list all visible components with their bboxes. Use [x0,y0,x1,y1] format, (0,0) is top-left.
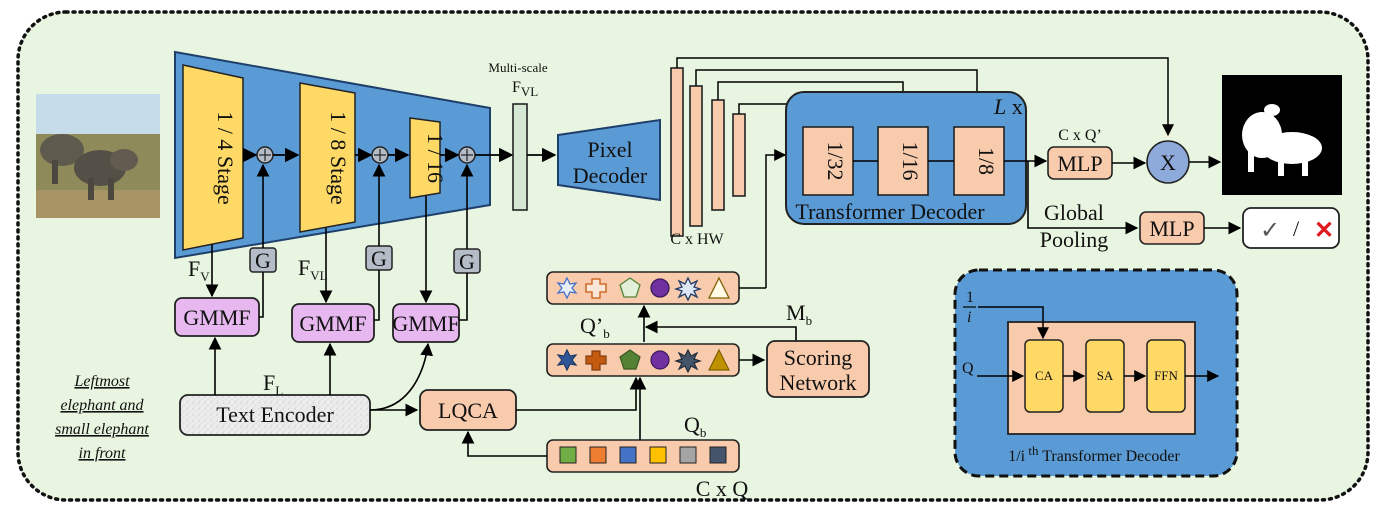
circle-icon [650,278,670,298]
inset-frac-den: i [967,309,971,326]
referring-expression: Leftmost elephant and small elephant in … [55,373,149,462]
fv-label: FV [188,256,210,284]
svg-text:Leftmost: Leftmost [73,373,130,390]
check-icon: ✓ [1260,218,1280,244]
global-line2: Pooling [1040,227,1108,252]
add-node-3 [458,146,476,164]
decoder-block-1-8 [953,126,1005,196]
inset-frac-num: 1 [966,289,974,306]
multiscale-fvl-bar [512,103,528,211]
pentagon-filled-icon [619,349,641,370]
stage-1-4 [182,64,244,251]
mb-label: Mb [786,300,812,328]
stage-1-8-label: 1 / 8 Stage [326,111,351,205]
add-node-1 [256,146,274,164]
fl-label: FL [263,370,283,398]
mlp-classify-label: MLP [1149,216,1194,241]
gmmf-box-2 [291,303,375,343]
cq-label: C x Q [696,476,749,501]
decoder-block-1-32-label: 1/32 [823,141,848,180]
multiscale-fvl-label: FVL [512,79,538,99]
stage-1-4-label: 1 / 4 Stage [213,111,238,205]
svg-text:elephant and: elephant and [60,397,144,414]
pixel-feature-bar-2 [689,85,703,227]
star-outline-icon [556,276,578,300]
cq-prime-label: C x Q’ [1058,127,1102,144]
pixel-feature-bar-4 [732,113,746,197]
scoring-line2: Network [780,370,857,395]
chw-label: C x HW [670,231,724,248]
text-encoder-box [179,394,371,436]
qb-prime-label: Q’b [580,313,610,341]
inset-ffn-label: FFN [1154,368,1178,383]
triangle-outline-icon [707,276,731,299]
pentagon-outline-icon [619,277,641,298]
gmmf-label-1: GMMF [183,305,250,330]
transformer-decoder-title: Transformer Decoder [795,199,985,224]
decoder-block-1-16-label: 1/16 [898,141,923,180]
inset-title: 1/i th Transformer Decoder [1008,443,1180,465]
pixel-feature-bar-1 [670,67,684,237]
output-mask [1222,75,1342,195]
global-line1: Global [1044,200,1104,225]
pixel-decoder-line2: Decoder [573,163,648,188]
pixel-feature-bar-3 [711,99,725,211]
multiply-label: X [1160,150,1176,175]
scoring-line1: Scoring [784,345,852,370]
qb-label: Qb [684,412,706,440]
circle-filled-icon [650,350,670,370]
inset-sa-label: SA [1097,368,1114,383]
gate-label-3: G [459,249,475,274]
multiscale-label: Multi-scale [488,60,547,75]
inset-q-label: Q [962,360,974,377]
scored-queries [546,343,740,377]
transformer-repeat-label: L x [993,94,1023,119]
svg-text:in front: in front [79,445,127,462]
inset-ca-label: CA [1035,368,1054,383]
query-shapes-outline [556,276,731,302]
pixel-decoder-line1: Pixel [587,137,632,162]
lqca-label: LQCA [438,398,498,423]
mlp-mask-label: MLP [1057,151,1102,176]
add-node-2 [371,146,389,164]
query-squares [559,446,727,464]
pixel-decoder [557,118,661,202]
text-encoder-label: Text Encoder [216,402,334,427]
scoring-network [766,340,870,398]
svg-text:small elephant: small elephant [55,421,149,438]
refined-queries-output [546,271,740,305]
gmmf-box-3 [392,303,460,343]
cross-outline-icon [585,278,607,299]
gate-label-1: G [255,248,271,273]
burst-outline-icon [673,276,703,302]
cross-icon: ✕ [1314,218,1334,244]
decoder-block-1-16 [877,126,929,196]
triangle-filled-icon [708,348,730,371]
decoder-block-1-8-label: 1/8 [974,147,999,175]
stage-1-16-label: 1 / 16 [423,133,448,183]
gmmf-label-2: GMMF [299,311,366,336]
fvl-label: FVL [298,255,328,283]
gate-label-2: G [371,246,387,271]
burst-filled-icon [674,348,702,374]
verdict-slash: / [1293,216,1300,241]
query-shapes-filled [556,348,730,374]
star-filled-icon [556,348,578,372]
cross-filled-icon [585,350,607,371]
decoder-block-1-32 [802,126,854,196]
input-image [36,94,160,218]
verdict-box [1242,207,1340,249]
stage-1-8 [299,82,356,233]
stage-1-16 [409,117,441,199]
gmmf-label-3: GMMF [392,311,459,336]
